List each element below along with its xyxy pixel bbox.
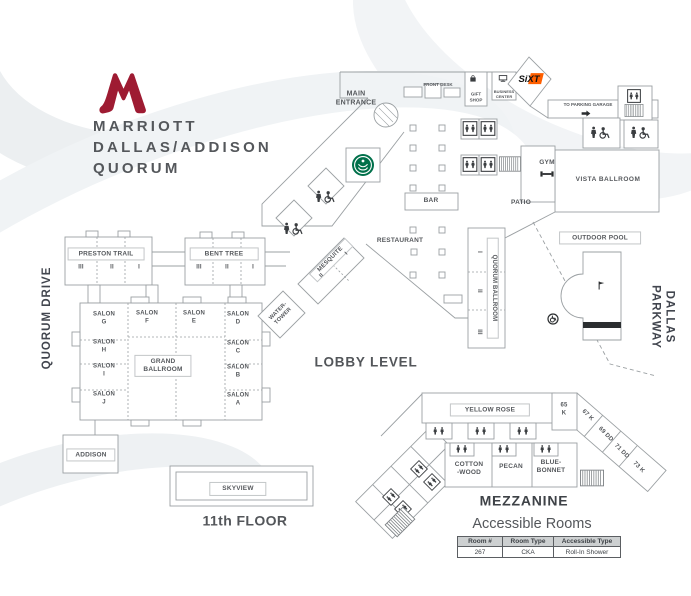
- cell-accessible-type: Roll-In Shower: [553, 546, 621, 558]
- bent-iii: III: [196, 264, 202, 271]
- gym-room: [520, 145, 556, 203]
- preston-trail-label: PRESTON TRAIL: [67, 247, 145, 261]
- salon-j-label: SALON J: [93, 391, 115, 406]
- mezzanine-area: [355, 392, 667, 539]
- preston-i: I: [138, 264, 140, 271]
- elevator-icon: [463, 158, 477, 172]
- salon-b-label: SALON B: [227, 364, 249, 379]
- salon-f-label: SALON F: [136, 310, 158, 325]
- restroom-room: [425, 422, 453, 440]
- bar-label: BAR: [423, 196, 439, 204]
- preston-trail-room: [64, 236, 153, 286]
- col-room-number: Room #: [457, 536, 503, 547]
- salon-d-label: SALON D: [227, 311, 249, 326]
- restroom-room: [467, 422, 495, 440]
- salon-h-label: SALON H: [93, 339, 115, 354]
- mezzanine-west-wing: [355, 425, 469, 539]
- restroom-room: [275, 199, 313, 237]
- quorum-section-i: I: [475, 251, 482, 253]
- outdoor-pool-label: OUTDOOR POOL: [559, 231, 641, 245]
- brand-line-2: DALLAS/ADDISON: [93, 139, 272, 156]
- street-label-dallas-parkway: DALLAS PARKWAY: [649, 285, 676, 349]
- gym-label: GYM: [539, 158, 555, 166]
- stairs-icon: [580, 469, 604, 487]
- outdoor-pool-area: [532, 221, 657, 377]
- to-parking-garage-label: TO PARKING GARAGE: [563, 102, 613, 108]
- salon-e-label: SALON E: [183, 310, 205, 325]
- restroom-room: [509, 422, 537, 440]
- salon-c-label: SALON C: [227, 340, 249, 355]
- main-entrance-label: MAIN ENTRANCE: [335, 90, 377, 106]
- bluebonnet-label: BLUE- BONNET: [536, 458, 566, 474]
- stairs-icon: [499, 156, 521, 172]
- lobby-walls: [339, 56, 660, 239]
- col-room-type: Room Type: [502, 536, 554, 547]
- restroom-room: [623, 119, 659, 149]
- preston-ii: II: [110, 264, 114, 271]
- salon-a-label: SALON A: [227, 392, 249, 407]
- bent-tree-room: [184, 237, 266, 286]
- preston-iii: III: [78, 264, 84, 271]
- restaurant-area: [365, 226, 468, 319]
- brand-line-3: QUORUM: [93, 160, 181, 177]
- grand-ballroom-label: GRAND BALLROOM: [134, 354, 192, 378]
- room-65k: [551, 392, 578, 431]
- cottonwood-label: COTTON -WOOD: [454, 460, 484, 476]
- elevator-icon: [628, 90, 641, 103]
- skyview-label: SKYVIEW: [209, 481, 267, 497]
- front-desk-label: FRONT DESK: [423, 82, 453, 88]
- starbucks-logo-icon: [352, 154, 374, 176]
- cell-room-number: 267: [457, 546, 503, 558]
- bent-i: I: [252, 264, 254, 271]
- mesquite-room: [297, 237, 365, 305]
- quorum-ballroom-room: [467, 227, 506, 349]
- lobby-columns: [409, 124, 446, 192]
- col-accessible-type: Accessible Type: [553, 536, 621, 547]
- vista-ballroom-room: [554, 149, 660, 213]
- hotel-name: MARRIOTT DALLAS/ADDISON QUORUM: [93, 116, 272, 179]
- business-center-label: BUSINESS CENTER: [493, 89, 515, 99]
- accessible-rooms-title: Accessible Rooms: [472, 516, 592, 532]
- restaurant-label: RESTAURANT: [376, 236, 424, 244]
- pool-shape: [560, 251, 622, 341]
- salon-g-label: SALON G: [93, 311, 115, 326]
- patio-label: PATIO: [511, 198, 531, 206]
- table-row: 267 CKA Roll-In Shower: [457, 546, 621, 558]
- sixt-logo: SiXT: [518, 73, 544, 86]
- bent-ii: II: [225, 264, 229, 271]
- meeting-rooms: [62, 230, 365, 507]
- restroom-room: [307, 167, 345, 205]
- quorum-section-ii: II: [475, 289, 482, 293]
- entrance-corridor: [261, 97, 405, 237]
- accessible-rooms-table: Room # Room Type Accessible Type 267 CKA…: [457, 536, 621, 558]
- lobby-level-label: LOBBY LEVEL: [314, 354, 418, 370]
- pool-lift-icon: [547, 313, 559, 325]
- pecan-label: PECAN: [499, 462, 523, 470]
- salon-i-label: SALON I: [93, 363, 115, 378]
- yellow-rose-label: YELLOW ROSE: [449, 403, 531, 417]
- elevator-icon: [463, 122, 477, 136]
- quorum-ballroom-label: QUORUM BALLROOM: [487, 237, 499, 339]
- addison-label: ADDISON: [66, 448, 116, 462]
- brand-line-1: MARRIOTT: [93, 118, 198, 135]
- quorum-section-iii: III: [475, 329, 482, 335]
- stairs-icon: [624, 104, 644, 117]
- mezzanine-east-wing: [557, 392, 667, 493]
- bent-tree-label: BENT TREE: [189, 247, 259, 261]
- vista-ballroom-label: VISTA BALLROOM: [575, 175, 641, 183]
- eleventh-floor-label: 11th FLOOR: [202, 512, 288, 529]
- mezzanine-label: MEZZANINE: [479, 492, 569, 509]
- elevator-icon: [481, 122, 495, 136]
- marriott-m-logo: [99, 73, 146, 114]
- bar-room: [404, 192, 459, 211]
- cell-room-type: CKA: [502, 546, 554, 558]
- gift-shop-label: GIFT SHOP: [469, 91, 483, 102]
- elevator-icon: [481, 158, 495, 172]
- water-tower-room: [257, 290, 306, 339]
- street-label-quorum-drive: QUORUM DRIVE: [40, 266, 53, 370]
- room-65k-label: 65 K: [560, 402, 568, 417]
